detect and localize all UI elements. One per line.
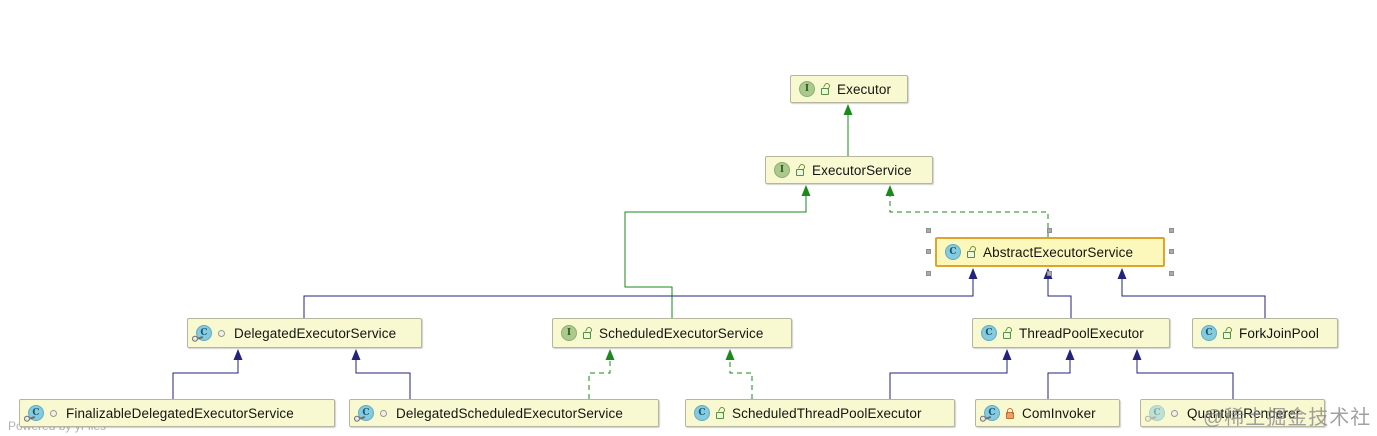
selection-handle[interactable] xyxy=(926,249,931,254)
class-icon: C xyxy=(1201,325,1217,341)
package-local-visibility-icon xyxy=(217,327,227,339)
package-local-visibility-icon xyxy=(49,407,59,419)
node-label: ForkJoinPool xyxy=(1239,325,1319,341)
public-visibility-icon xyxy=(820,83,830,95)
node-label: Executor xyxy=(837,81,892,97)
inheritance-arrowhead xyxy=(801,185,811,196)
edge-finalizable-delegated-executor-service--delegated-executor-service xyxy=(172,349,243,399)
node-label: ThreadPoolExecutor xyxy=(1019,325,1144,341)
node-label: AbstractExecutorService xyxy=(983,244,1134,260)
inheritance-arrowhead xyxy=(725,349,735,360)
inheritance-arrowhead xyxy=(1117,268,1127,279)
juejin-watermark: @稀土掘金技术社区 xyxy=(1203,407,1372,429)
diagram-node-abstract-executor-service[interactable]: C AbstractExecutorService xyxy=(935,237,1165,267)
diagram-node-executor[interactable]: I Executor xyxy=(790,75,908,103)
edge-scheduled-thread-pool-executor--thread-pool-executor xyxy=(889,349,1012,399)
interface-icon: I xyxy=(774,162,790,178)
class-icon: C xyxy=(984,405,1000,421)
edge-quantum-renderer--thread-pool-executor xyxy=(1132,349,1234,399)
class-icon: C xyxy=(1149,405,1165,421)
public-visibility-icon xyxy=(966,246,976,258)
class-letter: C xyxy=(945,244,961,260)
inheritance-arrowhead xyxy=(233,349,243,360)
class-icon: C xyxy=(945,244,961,260)
diagram-node-fork-join-pool[interactable]: C ForkJoinPool xyxy=(1192,318,1338,348)
package-local-visibility-icon xyxy=(1170,407,1180,419)
diagram-node-executor-service[interactable]: I ExecutorService xyxy=(765,156,933,184)
edge-abstract-executor-service--executor-service xyxy=(885,185,1049,237)
node-label: FinalizableDelegatedExecutorService xyxy=(66,405,294,421)
selection-handle[interactable] xyxy=(1169,271,1174,276)
diagram-node-scheduled-thread-pool-executor[interactable]: C ScheduledThreadPoolExecutor xyxy=(685,399,955,427)
class-icon: C xyxy=(196,325,212,341)
class-icon: C xyxy=(358,405,374,421)
inheritance-arrowhead xyxy=(1132,349,1142,360)
node-label: ScheduledExecutorService xyxy=(599,325,764,341)
public-visibility-icon xyxy=(715,407,725,419)
public-visibility-icon xyxy=(1222,327,1232,339)
diagram-node-delegated-executor-service[interactable]: C DelegatedExecutorService xyxy=(187,318,422,348)
node-label: ScheduledThreadPoolExecutor xyxy=(732,405,922,421)
public-visibility-icon xyxy=(1002,327,1012,339)
inheritance-arrowhead xyxy=(843,104,853,115)
inheritance-arrowhead xyxy=(1065,349,1075,360)
inheritance-arrowhead xyxy=(885,185,895,196)
edge-executor-service--executor xyxy=(843,104,853,156)
selection-handle[interactable] xyxy=(1169,228,1174,233)
node-label: ExecutorService xyxy=(812,162,912,178)
edge-fork-join-pool--abstract-executor-service xyxy=(1117,268,1266,318)
node-label: DelegatedExecutorService xyxy=(234,325,397,341)
diagram-node-com-invoker[interactable]: C ComInvoker xyxy=(975,399,1120,427)
edge-scheduled-executor-service--executor-service xyxy=(624,185,811,318)
class-letter: C xyxy=(1201,325,1217,341)
node-label: QuantumRenderer xyxy=(1187,405,1301,421)
edge-scheduled-thread-pool-executor--scheduled-executor-service xyxy=(725,349,753,399)
inheritance-arrowhead xyxy=(1002,349,1012,360)
class-icon: C xyxy=(694,405,710,421)
package-local-visibility-icon xyxy=(379,407,389,419)
class-letter: C xyxy=(981,325,997,341)
interface-icon: I xyxy=(799,81,815,97)
node-label: DelegatedScheduledExecutorService xyxy=(396,405,623,421)
edge-delegated-scheduled-executor-service--scheduled-executor-service xyxy=(588,349,615,399)
diagram-node-scheduled-executor-service[interactable]: I ScheduledExecutorService xyxy=(552,318,792,348)
selection-handle[interactable] xyxy=(1169,249,1174,254)
inheritance-arrowhead xyxy=(968,268,978,279)
class-icon: C xyxy=(981,325,997,341)
diagram-node-delegated-scheduled-executor-service[interactable]: C DelegatedScheduledExecutorService xyxy=(349,399,659,427)
diagram-node-finalizable-delegated-executor-service[interactable]: C FinalizableDelegatedExecutorService xyxy=(19,399,335,427)
interface-icon: I xyxy=(561,325,577,341)
class-icon: C xyxy=(28,405,44,421)
selection-handle[interactable] xyxy=(926,271,931,276)
edge-com-invoker--thread-pool-executor xyxy=(1047,349,1075,399)
edge-delegated-executor-service--abstract-executor-service xyxy=(303,268,978,318)
inheritance-arrowhead xyxy=(351,349,361,360)
node-label: ComInvoker xyxy=(1022,405,1096,421)
public-visibility-icon xyxy=(795,164,805,176)
edge-delegated-scheduled-executor-service--delegated-executor-service xyxy=(351,349,411,399)
public-visibility-icon xyxy=(582,327,592,339)
inheritance-arrowhead xyxy=(605,349,615,360)
class-letter: C xyxy=(694,405,710,421)
private-lock-icon xyxy=(1005,407,1015,419)
interface-letter: I xyxy=(799,81,815,97)
selection-handle[interactable] xyxy=(1047,228,1052,233)
diagram-node-thread-pool-executor[interactable]: C ThreadPoolExecutor xyxy=(972,318,1170,348)
selection-handle[interactable] xyxy=(926,228,931,233)
interface-letter: I xyxy=(561,325,577,341)
interface-letter: I xyxy=(774,162,790,178)
selection-handle[interactable] xyxy=(1047,271,1052,276)
diagram-node-quantum-renderer[interactable]: C QuantumRenderer xyxy=(1140,399,1325,427)
